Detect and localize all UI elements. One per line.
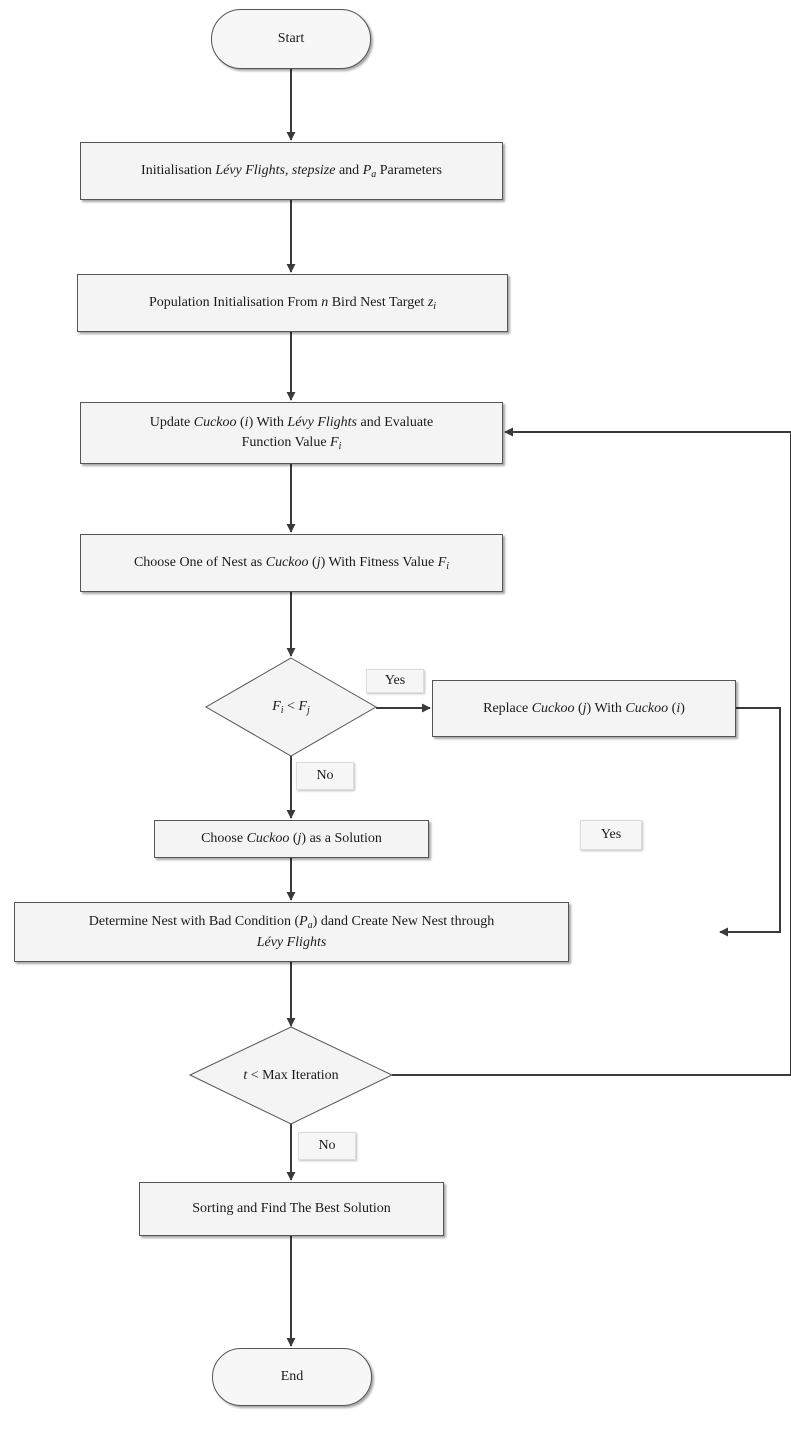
determine-bad-nest-line1: Determine Nest with Bad Condition (Pa) d… <box>88 913 495 931</box>
replace-cuckoo-text: Replace Cuckoo (j) With Cuckoo (i) <box>483 700 685 716</box>
choose-solution-process: Choose Cuckoo (j) as a Solution <box>154 820 429 858</box>
update-cuckoo-line2: Function Value Fi <box>241 434 342 452</box>
choose-nest-text: Choose One of Nest as Cuckoo (j) With Fi… <box>133 554 450 572</box>
population-init-process: Population Initialisation From n Bird Ne… <box>77 274 508 332</box>
yes-label-iteration: Yes <box>580 820 642 850</box>
arrow-decision2-yes-loop-to-update <box>392 427 791 1076</box>
decision-diamond-fitness <box>204 657 378 757</box>
population-init-text: Population Initialisation From n Bird Ne… <box>148 294 437 312</box>
sorting-text: Sorting and Find The Best Solution <box>192 1201 391 1216</box>
update-cuckoo-process: Update Cuckoo (i) With Lévy Flights and … <box>80 402 503 464</box>
sorting-process: Sorting and Find The Best Solution <box>139 1182 444 1236</box>
decision-diamond-iteration <box>188 1026 394 1125</box>
init-parameters-text: Initialisation Lévy Flights, stepsize an… <box>141 162 442 180</box>
choose-solution-text: Choose Cuckoo (j) as a Solution <box>201 831 382 846</box>
start-terminal: Start <box>211 9 371 69</box>
arrow-replace-to-determine <box>719 707 781 937</box>
determine-bad-nest-line2: Lévy Flights <box>256 934 327 950</box>
init-parameters-process: Initialisation Lévy Flights, stepsize an… <box>80 142 503 200</box>
end-label: End <box>280 1369 304 1384</box>
no-label-fitness: No <box>296 762 354 790</box>
end-terminal: End <box>212 1348 372 1406</box>
replace-cuckoo-process: Replace Cuckoo (j) With Cuckoo (i) <box>432 680 736 737</box>
no-label-iteration: No <box>298 1132 356 1160</box>
yes-label-fitness: Yes <box>366 669 424 693</box>
update-cuckoo-line1: Update Cuckoo (i) With Lévy Flights and … <box>149 414 434 430</box>
decision-fitness-text: Fi < Fj <box>272 699 310 716</box>
start-label: Start <box>277 31 305 46</box>
choose-nest-process: Choose One of Nest as Cuckoo (j) With Fi… <box>80 534 503 592</box>
decision-iteration-text: t < Max Iteration <box>243 1068 339 1083</box>
determine-bad-nest-process: Determine Nest with Bad Condition (Pa) d… <box>14 902 569 962</box>
